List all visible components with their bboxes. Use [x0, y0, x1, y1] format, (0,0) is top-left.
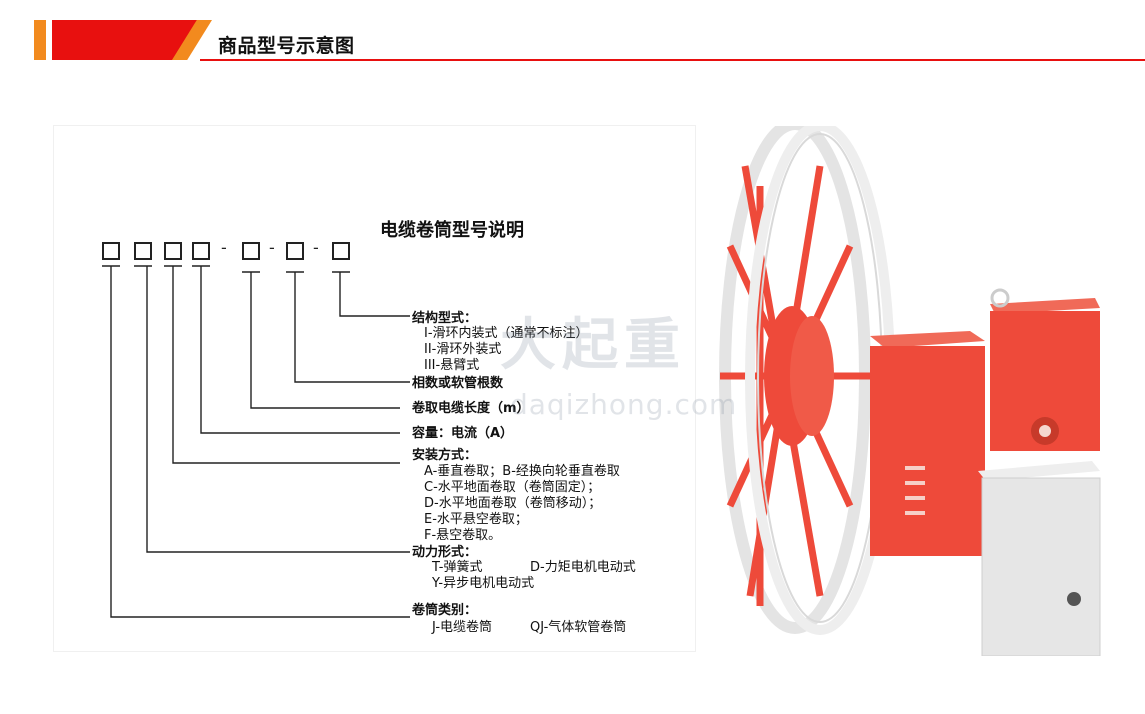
code-box-1 — [102, 242, 120, 260]
diagram-title: 电缆卷筒型号说明 — [380, 220, 524, 241]
code-box-5 — [242, 242, 260, 260]
phases-label: 相数或软管根数 — [412, 376, 504, 391]
code-box-2 — [134, 242, 152, 260]
install-head: 安装方式： — [412, 448, 478, 463]
power-item-torque: D-力矩电机电动式 — [530, 560, 636, 575]
install-item-1: A-垂直卷取；B-经换向轮垂直卷取 — [424, 464, 620, 479]
power-item-spring: T-弹簧式 — [432, 560, 483, 575]
cable-reel-photo — [719, 126, 1101, 656]
structure-item-3: III-悬臂式 — [424, 358, 480, 373]
code-dash-2: - — [269, 238, 275, 257]
install-item-5: F-悬空卷取。 — [424, 528, 502, 543]
structure-item-2: II-滑环外装式 — [424, 342, 502, 357]
watermark-logo: 大起重 — [500, 313, 686, 378]
model-diagram-panel — [54, 126, 695, 651]
power-head: 动力形式： — [412, 545, 478, 560]
capacity-label: 容量：电流（A） — [412, 426, 514, 441]
install-item-2: C-水平地面卷取（卷筒固定）； — [424, 480, 601, 495]
category-item-hose: QJ-气体软管卷筒 — [530, 620, 627, 635]
install-item-4: E-水平悬空卷取； — [424, 512, 528, 527]
code-box-4 — [192, 242, 210, 260]
header-accent-orange — [34, 20, 46, 60]
watermark-url: daqizhong.com — [510, 388, 738, 421]
power-item-async: Y-异步电机电动式 — [432, 576, 535, 591]
install-item-3: D-水平地面卷取（卷筒移动）； — [424, 496, 602, 511]
category-head: 卷筒类别： — [412, 603, 478, 618]
page-title: 商品型号示意图 — [218, 35, 355, 57]
code-dash-3: - — [313, 238, 319, 257]
category-item-cable: J-电缆卷筒 — [432, 620, 493, 635]
length-label: 卷取电缆长度（m） — [412, 401, 530, 416]
code-box-6 — [286, 242, 304, 260]
structure-head: 结构型式： — [412, 311, 478, 326]
header-underline — [200, 59, 1145, 61]
structure-item-1: I-滑环内装式（通常不标注） — [424, 326, 589, 341]
code-box-3 — [164, 242, 182, 260]
code-box-7 — [332, 242, 350, 260]
code-dash-1: - — [221, 238, 227, 257]
